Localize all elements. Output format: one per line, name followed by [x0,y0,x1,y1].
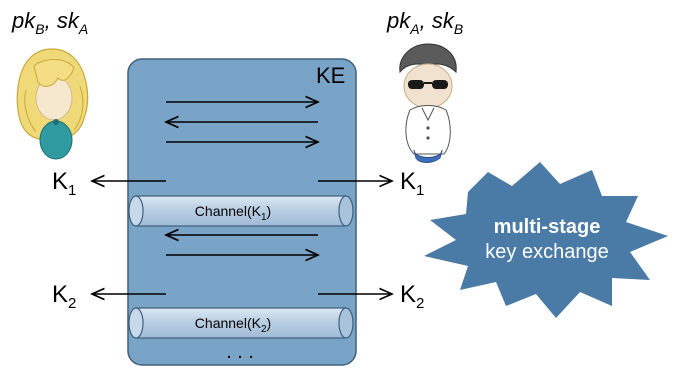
key-label-left: K2 [52,281,76,312]
key-label-left: K1 [52,168,76,199]
ellipsis: . . . [226,341,254,363]
bob-keys-label: pkA, skB [386,8,463,37]
key-label-right: K1 [400,168,424,199]
key-label-right: K2 [400,281,424,312]
starburst-title: multi-stage [494,216,601,238]
channel-cylinder: Channel(K1) [128,195,354,227]
channel-label: Channel(K1) [195,203,271,223]
ke-label: KE [316,63,345,88]
bob-avatar [399,43,457,163]
alice-avatar [16,48,89,160]
alice-keys-label: pkB, skA [11,8,88,37]
starburst-subtitle: key exchange [485,241,608,263]
channel-cylinder: Channel(K2) [128,307,354,339]
multi-stage-starburst: multi-stage key exchange [424,162,668,318]
channel-label: Channel(K2) [195,315,271,335]
